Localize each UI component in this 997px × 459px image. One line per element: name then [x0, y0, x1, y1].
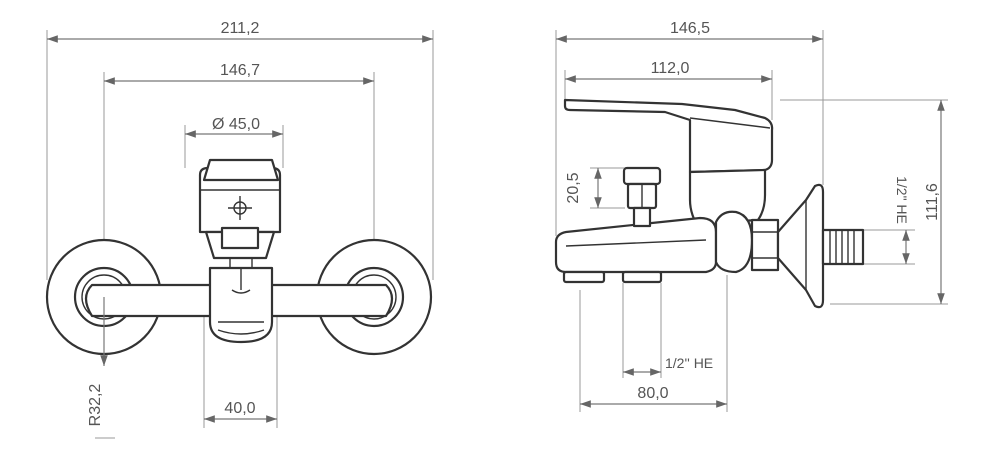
dim-shower-outlet-label: 20,5 [565, 172, 582, 203]
dim-overall-depth-label: 146,5 [670, 20, 710, 37]
front-view: 211,2 146,7 Ø 45,0 [45, 20, 434, 439]
dim-spout-width-label: 40,0 [224, 400, 255, 417]
spout [208, 266, 274, 344]
dim-inlet-thread-label: 1/2" HE [894, 176, 910, 224]
threaded-inlet [821, 228, 865, 266]
dim-overall-width-label: 211,2 [221, 20, 260, 37]
lever-top [202, 158, 280, 182]
shower-outlet [621, 270, 663, 284]
side-view: 146,5 112,0 111,6 1/2" HE 20,5 1/2'' HE … [554, 20, 948, 412]
shower-diverter-knob [622, 166, 662, 186]
aerator [562, 270, 606, 284]
dim-handle-diameter-label: Ø 45,0 [212, 116, 260, 133]
dim-shower-thread-label: 1/2'' HE [665, 355, 713, 371]
diverter-knob [220, 226, 260, 250]
dim-flange-radius-label: R32,2 [87, 384, 104, 427]
dim-spout-projection-label: 80,0 [637, 385, 668, 402]
wall-flange-side [776, 183, 825, 309]
dim-lever-length-label: 112,0 [651, 60, 690, 77]
spout-side [554, 216, 718, 274]
dim-overall-height-label: 111,6 [924, 183, 941, 221]
dim-inlet-centers-label: 146,7 [220, 62, 260, 79]
eccentric-hex [750, 218, 780, 272]
lever-handle [563, 98, 774, 174]
eccentric-nut [714, 210, 754, 274]
